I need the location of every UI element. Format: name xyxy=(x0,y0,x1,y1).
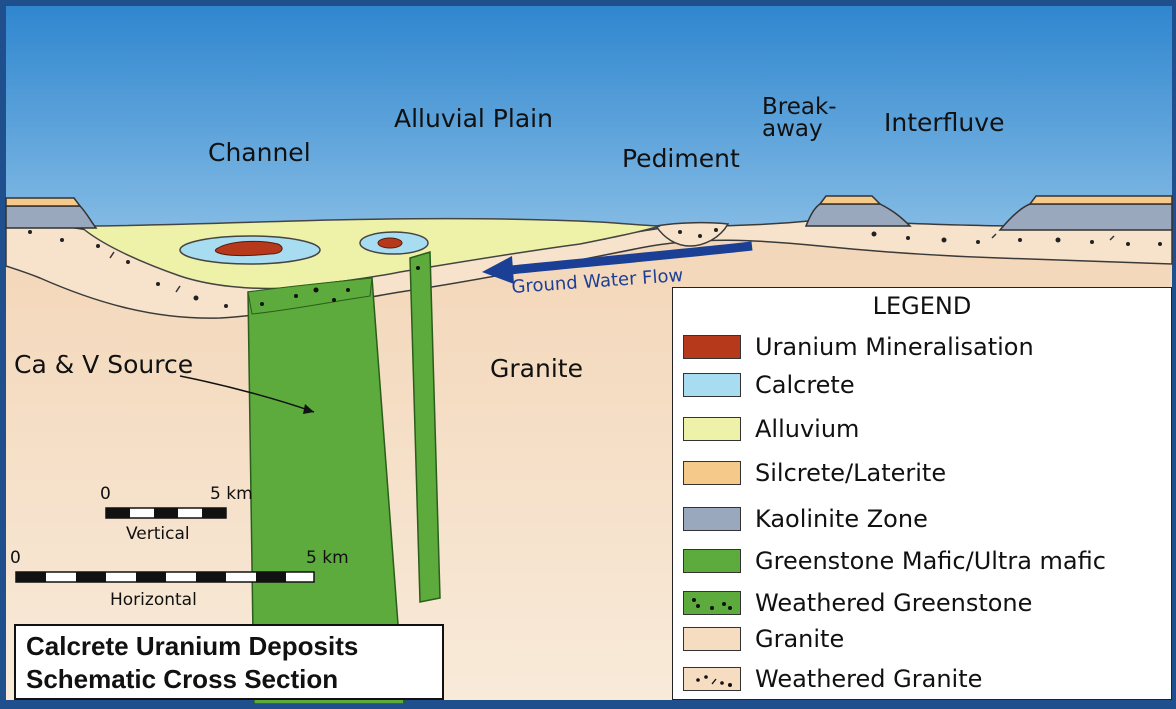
legend-item-granite: Granite xyxy=(683,624,844,654)
legend-swatch-weathered-greenstone xyxy=(683,591,741,615)
uranium-body-2 xyxy=(377,237,403,249)
silcrete-interfluve xyxy=(1028,195,1173,205)
legend-label-uranium: Uranium Mineralisation xyxy=(755,333,1034,361)
legend-item-weathered-greenstone: Weathered Greenstone xyxy=(683,588,1032,618)
legend-label-weathered-granite: Weathered Granite xyxy=(755,665,983,693)
legend-item-greenstone: Greenstone Mafic/Ultra mafic xyxy=(683,546,1106,576)
pediment-pocket xyxy=(654,221,730,247)
legend-item-silcrete: Silcrete/Laterite xyxy=(683,458,946,488)
diagram-title-box: Calcrete Uranium Deposits Schematic Cros… xyxy=(14,624,444,700)
horizontal-scale-start: 0 xyxy=(10,548,21,568)
horizontal-scale-label: Horizontal xyxy=(110,590,197,610)
legend: LEGEND Uranium Mineralisation Calcrete A… xyxy=(672,287,1172,700)
diagram-title-line2: Schematic Cross Section xyxy=(26,664,339,694)
groundwater-flow-arrow-shaft xyxy=(509,241,753,275)
vertical-scale-start: 0 xyxy=(100,484,111,504)
silcrete-breakaway xyxy=(818,195,882,205)
legend-swatch-granite xyxy=(683,627,741,651)
label-pediment: Pediment xyxy=(622,144,740,173)
label-interfluve: Interfluve xyxy=(884,108,1005,137)
legend-label-calcrete: Calcrete xyxy=(755,371,855,399)
kaolinite-interfluve xyxy=(998,203,1173,231)
label-breakaway: Break- away xyxy=(762,94,837,142)
diagram-title-line1: Calcrete Uranium Deposits xyxy=(26,631,359,661)
kaolinite-left xyxy=(5,205,98,229)
legend-label-greenstone: Greenstone Mafic/Ultra mafic xyxy=(755,547,1106,575)
label-breakaway-line2: away xyxy=(762,116,823,142)
legend-swatch-silcrete xyxy=(683,461,741,485)
source-leader-line xyxy=(179,375,315,413)
groundwater-flow-arrow-head xyxy=(482,256,514,284)
label-channel: Channel xyxy=(208,138,311,167)
weathered-greenstone-dots xyxy=(260,266,420,306)
horizontal-scale-bar xyxy=(15,571,315,583)
legend-item-alluvium: Alluvium xyxy=(683,414,859,444)
legend-item-calcrete: Calcrete xyxy=(683,370,855,400)
legend-label-silcrete: Silcrete/Laterite xyxy=(755,459,947,487)
legend-item-weathered-granite: Weathered Granite xyxy=(683,664,982,694)
legend-item-kaolinite: Kaolinite Zone xyxy=(683,504,928,534)
label-alluvial-plain: Alluvial Plain xyxy=(394,104,553,133)
label-ca-v-source: Ca & V Source xyxy=(14,350,194,379)
legend-swatch-kaolinite xyxy=(683,507,741,531)
legend-label-weathered-greenstone: Weathered Greenstone xyxy=(755,589,1033,617)
weathered-greenstone-cap xyxy=(247,277,373,315)
legend-title: LEGEND xyxy=(872,292,972,320)
vertical-scale-end: 5 km xyxy=(210,484,253,504)
source-leader-arrowhead xyxy=(303,404,314,414)
label-breakaway-line1: Break- xyxy=(762,94,837,120)
greenstone-dyke xyxy=(409,251,441,603)
uranium-body-1 xyxy=(214,240,283,256)
vertical-scale-label: Vertical xyxy=(126,524,190,544)
silcrete-left xyxy=(5,197,82,207)
legend-swatch-calcrete xyxy=(683,373,741,397)
legend-swatch-weathered-granite xyxy=(683,667,741,691)
legend-label-granite: Granite xyxy=(755,625,845,653)
horizontal-scale-end: 5 km xyxy=(306,548,349,568)
legend-label-kaolinite: Kaolinite Zone xyxy=(755,505,928,533)
legend-swatch-alluvium xyxy=(683,417,741,441)
legend-label-alluvium: Alluvium xyxy=(755,415,860,443)
legend-swatch-greenstone xyxy=(683,549,741,573)
vertical-scale-bar xyxy=(105,507,227,519)
legend-swatch-uranium xyxy=(683,335,741,359)
legend-item-uranium: Uranium Mineralisation xyxy=(683,332,1034,362)
kaolinite-breakaway xyxy=(804,203,912,227)
label-granite: Granite xyxy=(490,354,583,383)
